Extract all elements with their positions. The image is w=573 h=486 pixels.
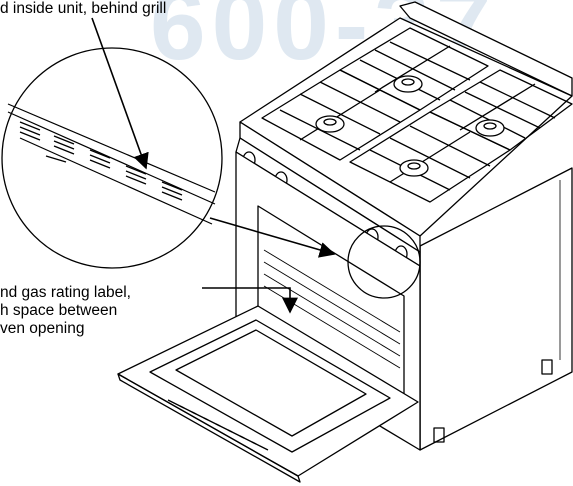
left-callout-line-1: nd gas rating label, [0,284,131,301]
magnifier-leader [209,217,336,258]
left-callout-text: nd gas rating label, h space between ven… [0,284,131,338]
left-callout-leader [202,287,298,314]
backguard [399,1,573,97]
top-callout-text: d inside unit, behind grill [0,0,167,17]
left-callout-line-3: ven opening [0,320,85,337]
burners [315,75,505,177]
detail-magnifier-circle [1,47,223,269]
oven-door [117,305,419,483]
top-callout-leader [91,17,149,170]
left-callout-line-2: h space between [0,302,118,319]
cooktop [239,17,573,253]
detail-source-circle [347,225,421,299]
